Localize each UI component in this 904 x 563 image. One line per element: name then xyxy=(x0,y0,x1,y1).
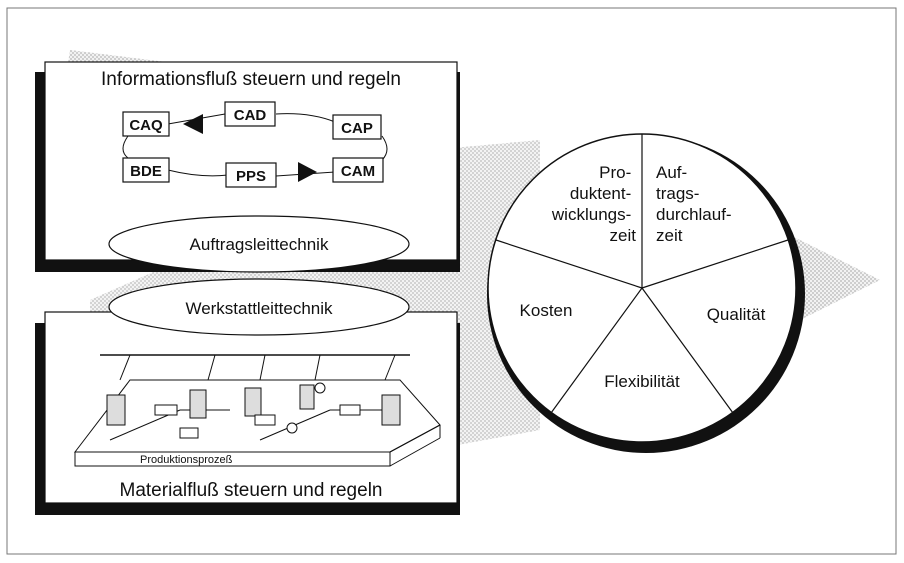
box-cam: CAM xyxy=(332,157,384,183)
box-cam-label: CAM xyxy=(341,163,375,180)
material-panel-title: Materialfluß steuern und regeln xyxy=(120,480,383,501)
box-pps: PPS xyxy=(225,162,277,188)
box-bde-label: BDE xyxy=(130,163,162,180)
ellipse-auftragsleittechnik: Auftragsleittechnik xyxy=(108,215,410,273)
beam-right-arrow xyxy=(780,230,880,330)
box-caq-label: CAQ xyxy=(129,117,163,134)
production-label: Produktionsprozeß xyxy=(140,454,233,466)
box-cap: CAP xyxy=(332,114,382,140)
segment-flexibilitaet: Flexibilität xyxy=(604,372,680,391)
ellipse-auftragsleittechnik-label: Auftragsleittechnik xyxy=(190,235,329,254)
ellipse-werkstattleittechnik: Werkstattleittechnik xyxy=(108,278,410,336)
connector-bde-pps xyxy=(167,169,229,177)
ellipse-werkstattleittechnik-label: Werkstattleittechnik xyxy=(185,299,333,318)
box-bde: BDE xyxy=(122,157,170,183)
arrowhead-left-icon xyxy=(183,114,203,134)
arrowhead-right-icon xyxy=(298,162,317,182)
box-pps-label: PPS xyxy=(236,168,266,185)
connector-cad-cap xyxy=(275,113,336,123)
target-wheel-dividers xyxy=(495,134,789,414)
box-caq: CAQ xyxy=(122,111,170,137)
box-cap-label: CAP xyxy=(341,120,373,137)
segment-produktentwicklungszeit: Pro- duktent- wicklungs- zeit xyxy=(551,163,636,245)
target-wheel: Pro- duktent- wicklungs- zeit Auf- trags… xyxy=(487,133,805,453)
segment-kosten: Kosten xyxy=(520,301,573,320)
box-cad: CAD xyxy=(224,101,276,127)
segment-qualitaet: Qualität xyxy=(707,305,766,324)
outer-border xyxy=(6,7,897,555)
production-floor-illustration xyxy=(73,354,441,467)
box-cad-label: CAD xyxy=(234,107,267,124)
material-panel: Produktionsprozeß Materialfluß steuern u… xyxy=(35,311,460,515)
segment-auftragsdurchlaufzeit: Auf- trags- durchlauf- zeit xyxy=(656,163,736,245)
information-panel-title: Informationsfluß steuern und regeln xyxy=(101,69,401,90)
connector-caq-bde xyxy=(122,135,129,159)
information-panel: Informationsfluß steuern und regeln CAQ … xyxy=(35,61,460,272)
